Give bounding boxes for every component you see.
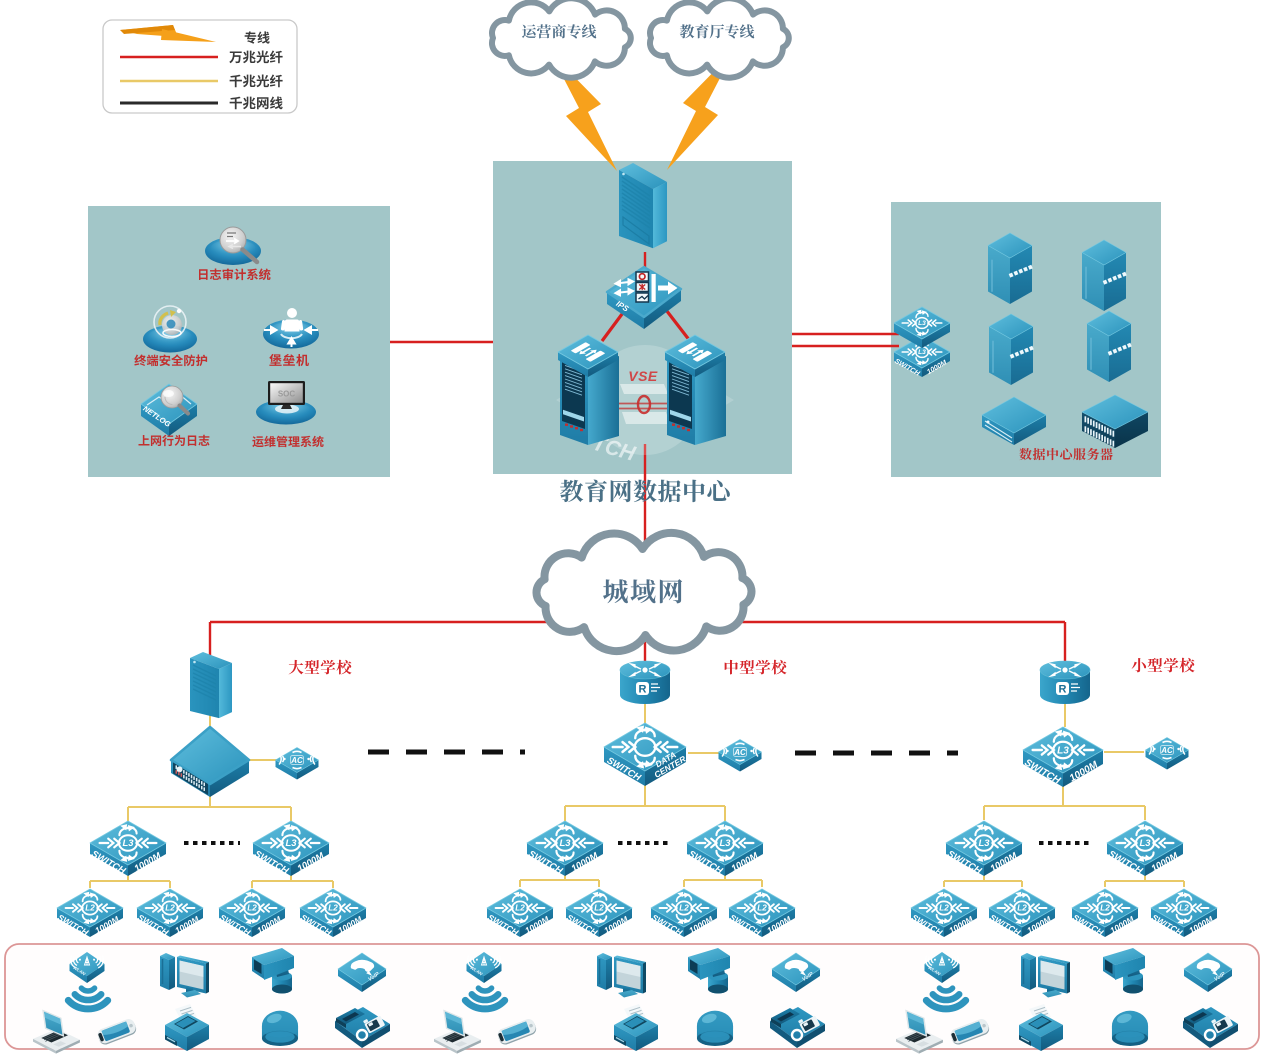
- svg-text:L2: L2: [594, 904, 604, 913]
- svg-text:L2: L2: [1100, 904, 1110, 913]
- svg-text:VSE: VSE: [628, 368, 658, 384]
- svg-text:AC: AC: [1160, 746, 1173, 755]
- svg-text:L2: L2: [939, 904, 949, 913]
- svg-text:VoIP: VoIP: [367, 971, 381, 983]
- svg-text:L3: L3: [122, 838, 134, 849]
- svg-text:WLAN: WLAN: [469, 965, 484, 977]
- svg-text:L3: L3: [918, 349, 926, 356]
- svg-text:L3: L3: [918, 320, 926, 327]
- svg-text:L3: L3: [1057, 745, 1069, 756]
- svg-text:SOC: SOC: [278, 390, 296, 399]
- svg-text:L2: L2: [1179, 904, 1189, 913]
- svg-text:VoIP: VoIP: [1213, 971, 1227, 983]
- svg-text:L2: L2: [515, 904, 525, 913]
- svg-text:WLAN: WLAN: [927, 965, 942, 977]
- svg-text:L3: L3: [978, 838, 990, 849]
- svg-text:L2: L2: [247, 904, 257, 913]
- svg-text:R: R: [639, 684, 647, 696]
- svg-text:R: R: [1059, 684, 1067, 696]
- svg-text:AC: AC: [733, 748, 746, 757]
- svg-text:L2: L2: [85, 904, 95, 913]
- svg-text:L3: L3: [719, 838, 731, 849]
- svg-text:VoIP: VoIP: [801, 971, 815, 983]
- svg-text:AC: AC: [290, 756, 303, 765]
- svg-text:L2: L2: [679, 904, 689, 913]
- svg-text:L3: L3: [559, 838, 571, 849]
- svg-text:L3: L3: [1139, 838, 1151, 849]
- svg-text:L2: L2: [328, 904, 338, 913]
- svg-text:WLAN: WLAN: [72, 965, 87, 977]
- svg-text:L2: L2: [165, 904, 175, 913]
- svg-text:L2: L2: [1017, 904, 1027, 913]
- svg-text:L2: L2: [757, 904, 767, 913]
- svg-text:L3: L3: [285, 838, 297, 849]
